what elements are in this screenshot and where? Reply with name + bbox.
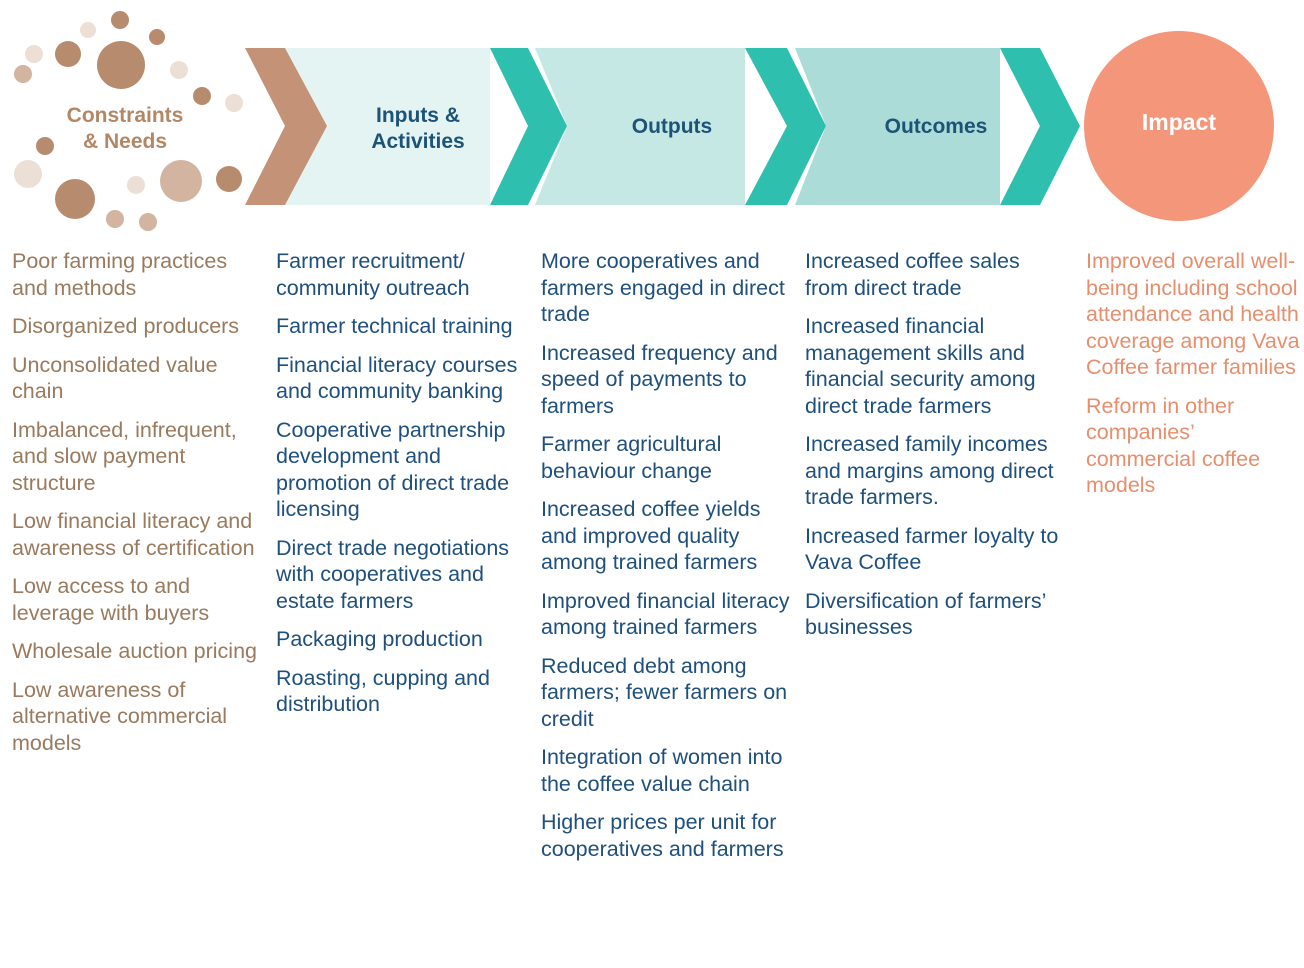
list-item: Increased financial management skills an… (805, 314, 1036, 418)
list-item: Direct trade negotiations with cooperati… (276, 535, 510, 613)
dot-cluster (14, 11, 243, 231)
header-outputs: Outputs (631, 115, 713, 138)
list-item: Farmer recruitment/ community outreach (276, 249, 470, 300)
list-item: Low financial literacy and awareness of … (12, 509, 255, 560)
teal-chevron-3 (1000, 48, 1080, 205)
list-item: More cooperatives and farmers engaged in… (541, 249, 785, 326)
header-constraints: Constraints & Needs (66, 104, 184, 153)
dot (127, 176, 145, 194)
dot (55, 179, 95, 219)
teal-chevron-1 (490, 48, 567, 205)
dot (106, 210, 124, 228)
list-item: Reform in other companies’ commercial co… (1086, 393, 1261, 498)
dot (139, 213, 157, 231)
outcomes-list: Increased coffee sales from direct trade… (805, 248, 1065, 653)
list-item: Unconsolidated value chain (12, 352, 218, 404)
dot (14, 160, 42, 188)
dot (149, 29, 165, 45)
list-item: Reduced debt among farmers; fewer farmer… (541, 653, 788, 731)
list-item: Farmer agricultural behaviour change (541, 432, 722, 483)
results-chain-diagram: Constraints & Needs Inputs & Activities … (0, 0, 1304, 240)
header-outcomes: Outcomes (884, 115, 988, 138)
dot (170, 61, 188, 79)
dot (111, 11, 129, 29)
dot (225, 94, 243, 112)
dot (25, 45, 43, 63)
list-item: Farmer technical training (276, 314, 513, 338)
dot (216, 166, 242, 192)
dot (55, 41, 81, 67)
inputs-panel (285, 48, 490, 205)
dot (193, 87, 211, 105)
outcomes-panel (795, 48, 1000, 205)
list-item: Packaging production (276, 627, 483, 651)
list-item: Integration of women into the coffee val… (541, 745, 783, 796)
inputs-list: Farmer recruitment/ community outreach F… (276, 248, 526, 730)
list-item: Increased farmer loyalty to Vava Coffee (805, 523, 1059, 575)
list-item: Diversification of farmers’ businesses (805, 588, 1046, 640)
list-item: Low access to and leverage with buyers (12, 574, 210, 625)
list-item: Improved financial literacy among traine… (541, 588, 790, 640)
teal-chevron-2 (745, 48, 826, 205)
list-item: Increased coffee sales from direct trade (805, 249, 1020, 300)
list-item: Increased frequency and speed of payment… (541, 340, 778, 418)
list-item: Low awareness of alternative commercial … (12, 677, 228, 755)
list-item: Improved overall well-being including sc… (1086, 249, 1300, 379)
impact-circle (1084, 31, 1274, 221)
dot (160, 160, 202, 202)
list-item: Increased family incomes and margins amo… (805, 432, 1054, 509)
outputs-panel (535, 48, 745, 205)
outputs-list: More cooperatives and farmers engaged in… (541, 248, 791, 874)
list-item: Poor farming practices and methods (12, 249, 228, 300)
header-inputs: Inputs & Activities (371, 104, 465, 153)
constraints-list: Poor farming practices and methods Disor… (12, 248, 262, 768)
list-item: Cooperative partnership development and … (276, 417, 510, 522)
brown-chevron (245, 48, 327, 205)
diagram-shapes (14, 11, 1274, 231)
dot (14, 65, 32, 83)
impact-list: Improved overall well-being including sc… (1086, 248, 1304, 511)
list-item: Higher prices per unit for cooperatives … (541, 810, 784, 861)
list-item: Financial literacy courses and community… (276, 352, 518, 404)
list-item: Wholesale auction pricing (12, 639, 257, 663)
list-item: Roasting, cupping and distribution (276, 665, 490, 717)
dot (80, 22, 96, 38)
dot (36, 137, 54, 155)
list-item: Increased coffee yields and improved qua… (541, 497, 761, 574)
header-impact: Impact (1141, 109, 1217, 135)
list-item: Disorganized producers (12, 314, 240, 338)
list-item: Imbalanced, infrequent, and slow payment… (12, 417, 237, 495)
dot (97, 41, 145, 89)
